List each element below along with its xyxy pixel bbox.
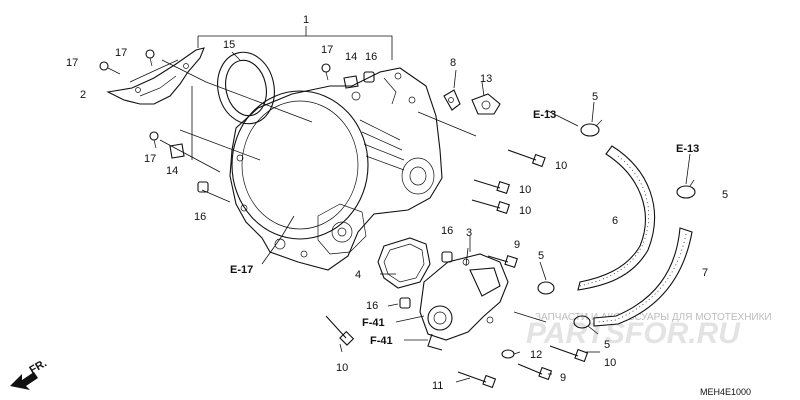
part-number-9-a: 9: [514, 239, 520, 251]
dowel-pin-16-pump: [441, 251, 453, 263]
part-number-4: 4: [355, 269, 361, 281]
part-number-17-a: 17: [115, 47, 127, 59]
reference-e13-right: E-13: [676, 143, 699, 155]
clip-14-lower: [169, 143, 185, 159]
part-number-2: 2: [80, 89, 86, 101]
part-number-10-d: 10: [336, 362, 348, 374]
watermark-brand: PARTSFOR.RU: [526, 317, 741, 350]
part-number-8: 8: [450, 57, 456, 69]
part-number-16-c: 16: [441, 225, 453, 237]
water-hose-6: [577, 145, 656, 291]
part-number-16-d: 16: [366, 300, 378, 312]
bolt-10-b: [473, 179, 510, 195]
part-number-17-d: 17: [321, 44, 333, 56]
hose-clamp-5-upper: [580, 119, 603, 137]
part-number-17-b: 17: [66, 57, 78, 69]
water-pump-cover: [419, 253, 509, 351]
part-number-17-c: 17: [144, 153, 156, 165]
dowel-pin-16-bottom: [399, 297, 411, 309]
reference-labels: E-13 E-13 E-17 F-41 F-41: [230, 109, 699, 347]
part-number-labels: 1 2 3 4 5 5 5 5 6 7 8 9 9 10 10 10 10 10…: [66, 14, 728, 392]
dowel-pin-16-left: [197, 181, 209, 193]
bolt-17-center: [321, 63, 331, 81]
bolt-17-top: [145, 49, 155, 67]
hose-clamp-5-lower: [573, 315, 591, 329]
part-number-3: 3: [466, 227, 472, 239]
part-number-5-d: 5: [604, 339, 610, 351]
guard-plate: [106, 47, 205, 105]
leader-lines: [159, 26, 691, 383]
part-number-14-a: 14: [345, 51, 357, 63]
bolt-10-bottom-left: [325, 315, 355, 346]
reference-e13-left: E-13: [533, 109, 556, 121]
part-number-10-c: 10: [519, 205, 531, 217]
diagram-code: MEH4E1000: [700, 387, 751, 397]
part-number-5-a: 5: [592, 91, 598, 103]
watermark-text: ЗАПЧАСТИ И АКСЕССУАРЫ ДЛЯ МОТОТЕХНИКИ: [535, 312, 772, 323]
part-number-6: 6: [612, 215, 618, 227]
clutch-cover-gasket-ring: [217, 51, 275, 125]
water-hose-7: [593, 227, 693, 327]
bolt-9-top: [487, 255, 518, 269]
part-number-15: 15: [223, 39, 235, 51]
reference-f41-lower: F-41: [370, 335, 393, 347]
part-number-10-a: 10: [555, 160, 567, 172]
hose-clamp-13: [471, 93, 501, 115]
part-number-5-b: 5: [722, 189, 728, 201]
part-number-16-b: 16: [194, 211, 206, 223]
bolt-9-bottom: [517, 363, 553, 381]
part-number-10-e: 10: [604, 357, 616, 369]
part-number-14-b: 14: [166, 165, 178, 177]
part-number-16-a: 16: [365, 51, 377, 63]
part-number-13: 13: [480, 73, 492, 85]
bolt-11: [457, 371, 497, 389]
bolt-17-lower: [149, 131, 159, 149]
reference-e17: E-17: [230, 264, 253, 276]
reference-f41-upper: F-41: [362, 317, 385, 329]
hose-clamp-5-right: [676, 179, 696, 199]
stay-8: [443, 89, 461, 111]
part-number-5-c: 5: [538, 250, 544, 262]
part-number-9-b: 9: [560, 372, 566, 384]
part-number-11: 11: [432, 380, 443, 392]
front-marker-label: FR.: [28, 357, 49, 376]
dowel-pin-16-top: [363, 71, 375, 83]
part-number-1: 1: [303, 14, 309, 26]
bolt-10-bottom-right: [549, 345, 589, 363]
clip-14-top: [343, 75, 359, 89]
part-number-7: 7: [702, 267, 708, 279]
clutch-cover: [229, 67, 443, 271]
pump-cover-gasket: [377, 237, 431, 289]
bolt-10-a: [507, 149, 546, 168]
bolt-17-left: [99, 61, 121, 75]
hose-clamp-5-middle: [537, 281, 555, 295]
bolt-10-c: [471, 199, 510, 215]
part-number-10-b: 10: [519, 184, 531, 196]
washer-12: [501, 349, 515, 359]
front-direction-marker: FR.: [10, 357, 49, 390]
part-number-12: 12: [530, 349, 542, 361]
